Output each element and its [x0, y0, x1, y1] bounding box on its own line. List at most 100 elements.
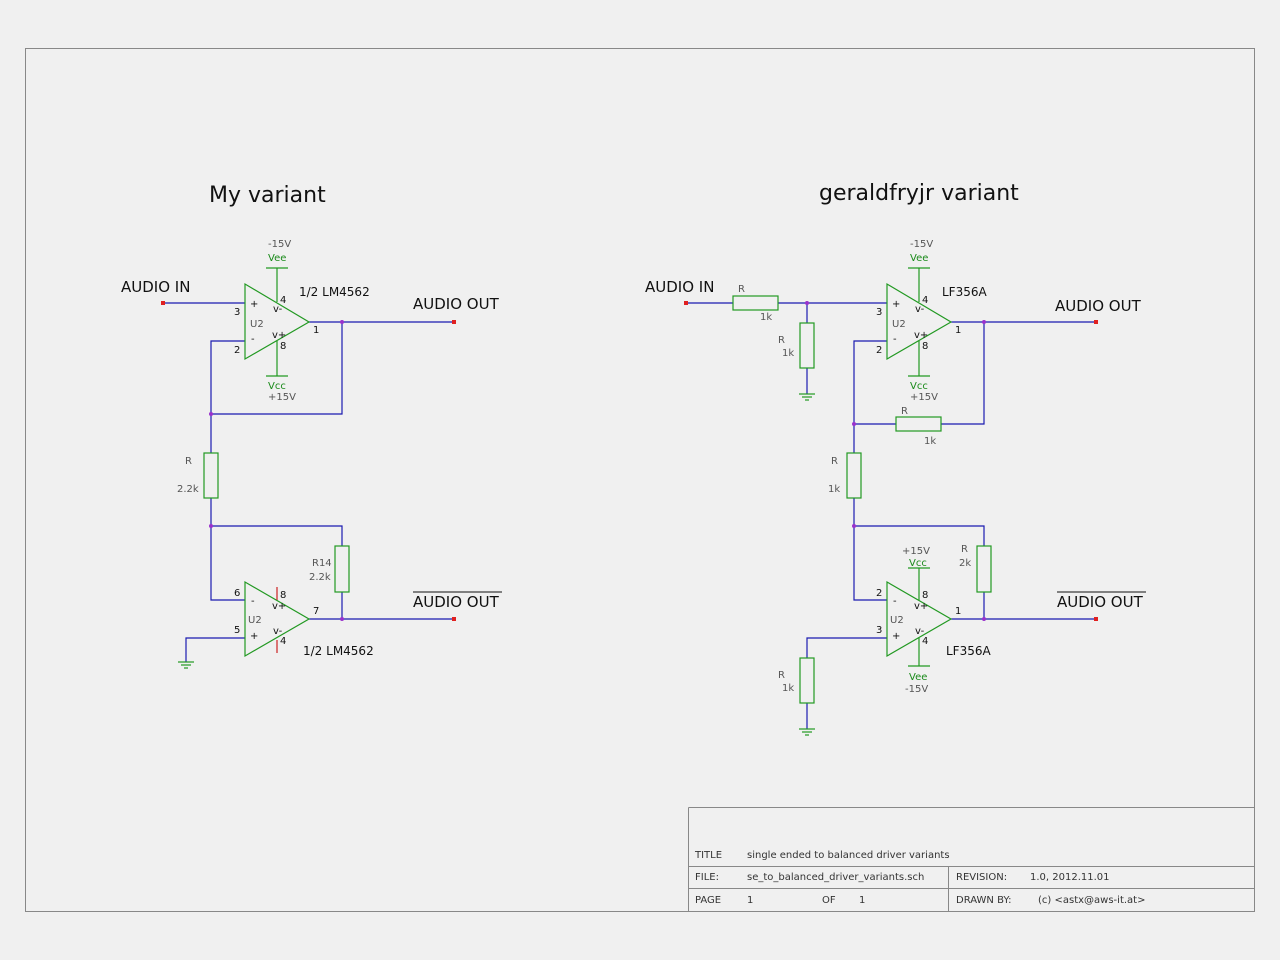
pin-number: 2 [876, 588, 882, 599]
vplus-mark: v+ [272, 330, 286, 341]
left-variant: My variant AUDIO IN AUDIO OUT AUDIO OUT [121, 183, 502, 669]
vee-value: -15V [910, 239, 933, 250]
resistor-value: 1k [760, 312, 772, 323]
junction-dot [340, 617, 344, 621]
right-wires [686, 302, 1096, 729]
opamp-triangle [244, 580, 311, 658]
label-audio-out: AUDIO OUT [1055, 297, 1142, 315]
minus-sign: - [251, 596, 255, 607]
right-variant: geraldfryjr variant AUDIO IN [645, 181, 1146, 736]
wire [210, 340, 245, 453]
vee-value: -15V [268, 239, 291, 250]
resistor-value: 2.2k [177, 484, 199, 495]
wire [211, 322, 343, 415]
drawn-by-value: (c) <astx@aws-it.at> [1038, 895, 1145, 906]
pin-number: 4 [280, 295, 286, 306]
label-audio-out-inv: AUDIO OUT [1057, 593, 1144, 611]
resistor-r-fb-bot [976, 545, 992, 593]
pin-number: 2 [234, 345, 240, 356]
opamp-triangle [886, 580, 953, 658]
pin-number: 6 [234, 588, 240, 599]
wire [854, 525, 985, 546]
pin-number: 4 [922, 295, 928, 306]
right-title: geraldfryjr variant [819, 181, 1019, 206]
label-audio-in: AUDIO IN [121, 278, 190, 296]
pin-number: 1 [955, 325, 961, 336]
vminus-mark: v- [273, 626, 283, 637]
junction-dot [340, 320, 344, 324]
opamp-ref: U2 [890, 615, 904, 626]
revision-label: REVISION: [956, 872, 1007, 883]
resistor-r-gnd-bot [799, 657, 815, 704]
vminus-mark: v- [915, 304, 925, 315]
resistor-ref: R [901, 406, 908, 417]
vcc-value: +15V [910, 392, 938, 403]
resistor-r14 [334, 545, 350, 593]
resistor-ref: R [778, 670, 785, 681]
port-audio-in [684, 301, 688, 305]
wire [941, 322, 985, 425]
resistor-ref: R [185, 456, 192, 467]
vcc-value: +15V [902, 546, 930, 557]
vee-label: Vee [909, 672, 927, 683]
junction-dot [209, 524, 213, 528]
vcc-label: Vcc [909, 558, 927, 569]
resistor-r-shunt [799, 322, 815, 369]
opamp-u2-bottom: - + v+ v- U2 6 5 7 8 4 1/2 LM4562 [234, 580, 374, 658]
vminus-mark: v- [273, 304, 283, 315]
page-label: PAGE [695, 895, 721, 906]
opamp-ref: U2 [248, 615, 262, 626]
vee-label: Vee [910, 253, 928, 264]
wire [853, 498, 887, 601]
title-value: single ended to balanced driver variants [747, 850, 950, 861]
wire [853, 340, 887, 453]
resistor-r-in [732, 295, 779, 311]
pin-number: 8 [280, 590, 286, 601]
port-audio-out-inv [452, 617, 456, 621]
vplus-mark: v+ [914, 601, 928, 612]
plus-sign: + [892, 299, 900, 310]
file-value: se_to_balanced_driver_variants.sch [747, 872, 924, 883]
opamp-part: LF356A [942, 285, 987, 299]
minus-sign: - [893, 334, 897, 345]
pin-number: 5 [234, 625, 240, 636]
opamp-triangle [886, 282, 953, 361]
plus-sign: + [250, 631, 258, 642]
ground-symbol [178, 661, 194, 669]
opamp-part: 1/2 LM4562 [303, 644, 374, 658]
of-label: OF [822, 895, 836, 906]
pin-number: 2 [876, 345, 882, 356]
opamp-triangle [244, 282, 311, 361]
file-label: FILE: [695, 872, 719, 883]
of-value: 1 [859, 895, 865, 906]
junction-dot [805, 301, 809, 305]
left-wires [163, 302, 454, 662]
resistor-ref: R [738, 284, 745, 295]
opamp-ref: U2 [892, 319, 906, 330]
vcc-value: +15V [268, 392, 296, 403]
vee-label: Vee [268, 253, 286, 264]
pin-number: 4 [922, 636, 928, 647]
resistor-value: 2k [959, 558, 971, 569]
vminus-mark: v- [915, 626, 925, 637]
revision-value: 1.0, 2012.11.01 [1030, 872, 1110, 883]
pin-number: 8 [922, 590, 928, 601]
pin-number: 1 [313, 325, 319, 336]
label-audio-out-inv: AUDIO OUT [413, 593, 500, 611]
title-label: TITLE [694, 850, 722, 861]
junction-dot [982, 617, 986, 621]
resistor-r-mid [203, 452, 219, 499]
pin-number: 8 [922, 341, 928, 352]
ground-symbol [799, 728, 815, 736]
pin-number: 1 [955, 606, 961, 617]
wire [806, 637, 887, 658]
minus-sign: - [893, 596, 897, 607]
resistor-r-mid [846, 452, 862, 499]
resistor-value: 2.2k [309, 572, 331, 583]
title-block: TITLE single ended to balanced driver va… [688, 807, 1255, 912]
opamp-ref: U2 [250, 319, 264, 330]
minus-sign: - [251, 334, 255, 345]
page-value: 1 [747, 895, 753, 906]
drawn-by-label: DRAWN BY: [956, 895, 1012, 906]
opamp-part: LF356A [946, 644, 991, 658]
